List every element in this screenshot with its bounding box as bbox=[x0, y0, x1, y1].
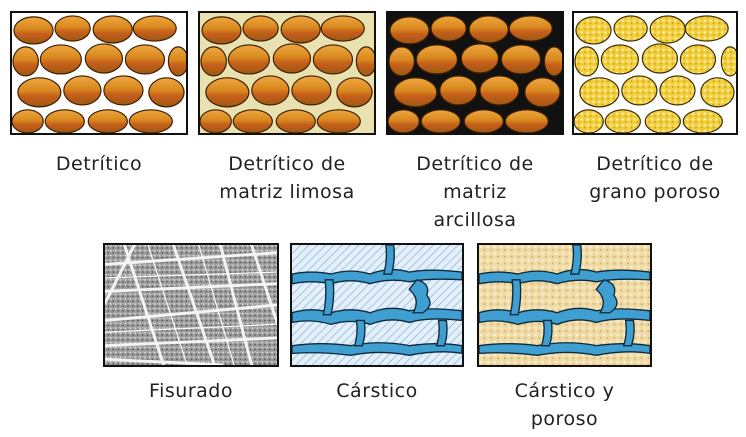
panel-fisurado-label: Fisurado bbox=[149, 380, 233, 402]
panel-carstico-label: Cárstico bbox=[336, 380, 418, 402]
panel-matriz-limosa-image bbox=[198, 11, 376, 135]
panel-carstico-image bbox=[290, 243, 464, 367]
panel-matriz-arcillosa-label: Detrítico de matriz arcillosa bbox=[416, 153, 534, 231]
panel-detritico-image bbox=[10, 11, 188, 135]
panel-detritico-label: Detrítico bbox=[55, 153, 143, 175]
panel-grano-poroso-image bbox=[572, 11, 738, 135]
panel-carstico-poroso-image bbox=[477, 243, 652, 367]
panel-matriz-limosa-label: Detrítico de matriz limosa bbox=[219, 153, 355, 203]
panel-carstico-poroso-label: Cárstico y poroso bbox=[514, 380, 615, 430]
panel-matriz-arcillosa-image bbox=[386, 11, 564, 135]
panel-fisurado-image bbox=[103, 243, 279, 367]
panel-grano-poroso-label: Detrítico de grano poroso bbox=[589, 153, 721, 203]
